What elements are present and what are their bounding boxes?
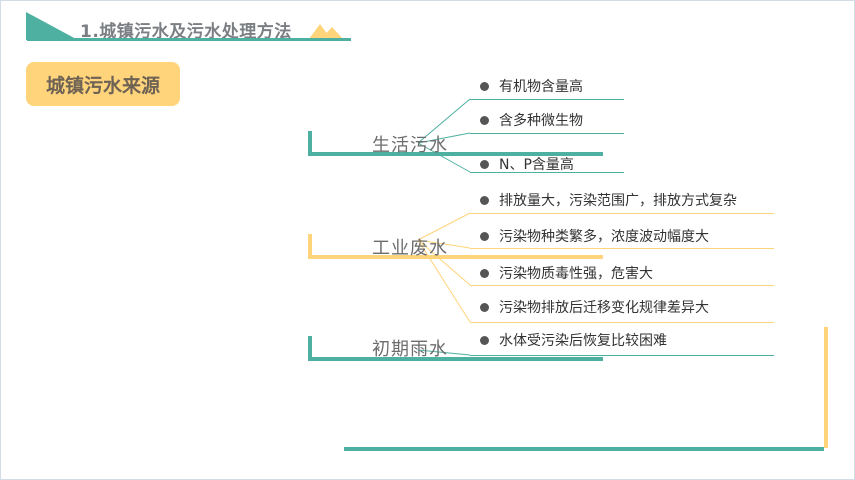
rainwater-bracket (308, 336, 312, 361)
item-underline (470, 133, 624, 134)
connectors-rainwater (417, 349, 471, 356)
bullet-icon (480, 335, 489, 345)
bullet-icon (480, 115, 489, 125)
slide-title: 1.城镇污水及污水处理方法 (80, 22, 292, 42)
bullet-icon (480, 81, 489, 91)
bullet-icon (480, 302, 489, 312)
source-badge: 城镇污水来源 (26, 62, 180, 106)
bullet-icon (480, 268, 489, 278)
category-industrial-wastewater: 工业废水 (372, 238, 448, 259)
item-underline (470, 285, 774, 286)
item-underline (470, 322, 774, 323)
decor-bottom-bar (344, 447, 824, 451)
item-underline (470, 248, 774, 249)
category-initial-rainwater: 初期雨水 (372, 339, 448, 360)
header-underline (27, 38, 351, 41)
item-underline (470, 172, 624, 173)
list-item: 污染物质毒性强，危害大 (480, 263, 774, 283)
category-domestic-sewage: 生活污水 (372, 135, 448, 156)
domestic-bracket (308, 131, 312, 156)
list-item: 有机物含量高 (480, 76, 630, 96)
item-underline (470, 99, 624, 100)
item-underline (470, 213, 774, 214)
list-item: 污染物排放后迁移变化规律差异大 (480, 297, 774, 317)
connectors-industrial (417, 212, 471, 323)
mountain-icon (309, 24, 343, 39)
item-underline (470, 355, 774, 356)
list-item: 水体受污染后恢复比较困难 (480, 330, 774, 350)
list-item: 含多种微生物 (480, 110, 630, 130)
header-triangle-icon (26, 12, 78, 40)
list-item: N、P含量高 (480, 154, 630, 174)
industrial-bracket (308, 234, 312, 259)
bullet-icon (480, 159, 489, 169)
connectors-domestic (417, 98, 471, 173)
list-item: 排放量大，污染范围广，排放方式复杂 (480, 190, 774, 210)
decor-vertical-bar (824, 327, 828, 448)
domestic-bar (308, 152, 603, 156)
bullet-icon (480, 231, 489, 241)
bullet-icon (480, 195, 489, 205)
list-item: 污染物种类繁多，浓度波动幅度大 (480, 226, 774, 246)
industrial-bar (308, 255, 603, 259)
rainwater-bar (308, 357, 603, 361)
